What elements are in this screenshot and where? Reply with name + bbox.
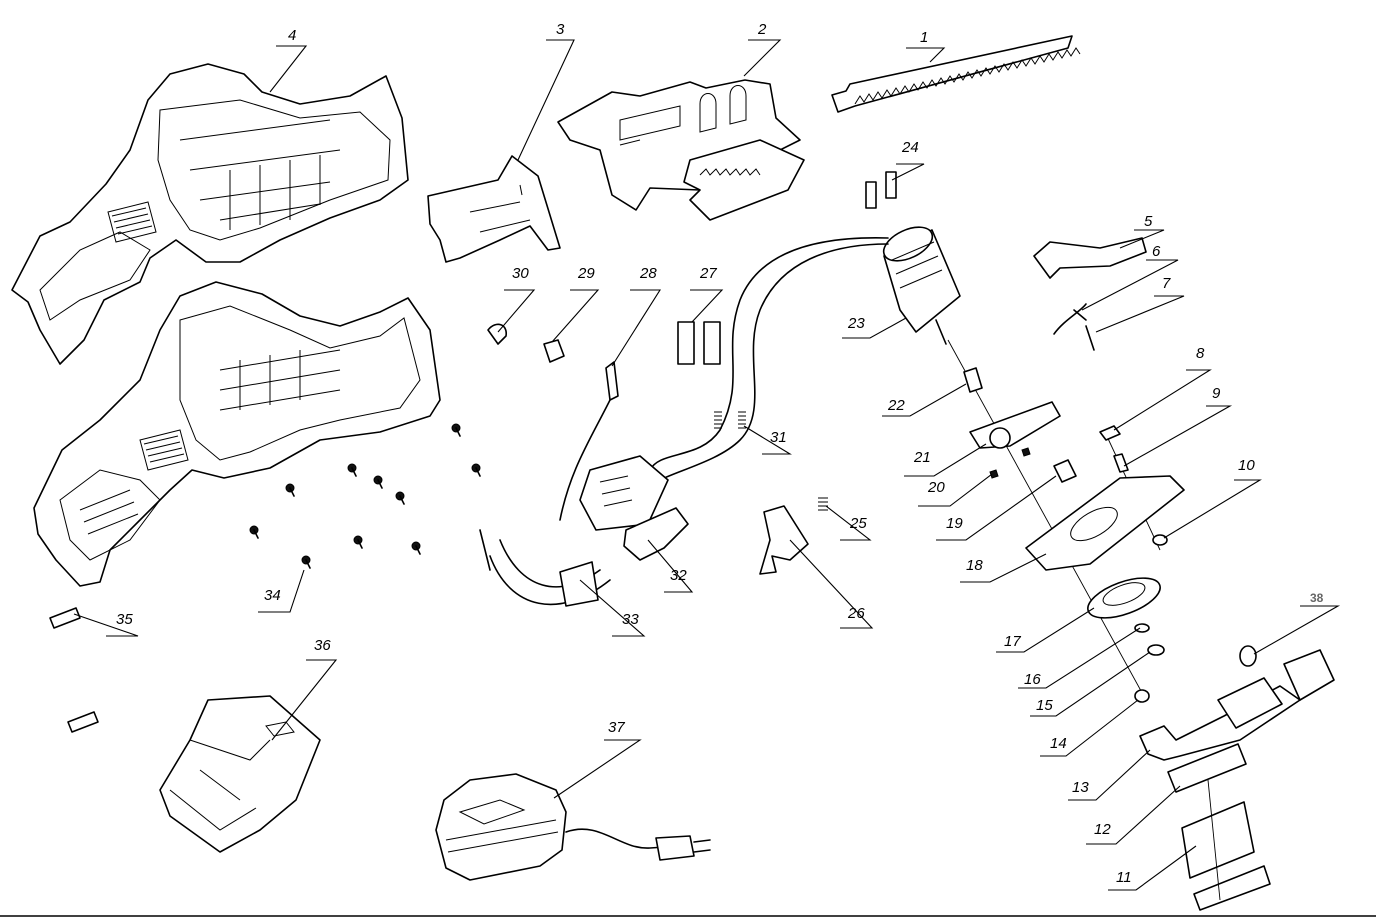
callout-numbers: 1 2 3 4 5 6 7 8 9 10 11 12 13 14 15 16 1… xyxy=(116,21,1324,886)
callout-10: 10 xyxy=(1238,457,1255,474)
housing-left-half xyxy=(11,63,409,365)
callout-19: 19 xyxy=(946,515,963,532)
callout-9: 9 xyxy=(1212,385,1221,402)
callout-2: 2 xyxy=(757,21,767,38)
shims xyxy=(865,171,897,209)
callout-5: 5 xyxy=(1144,213,1153,230)
callout-24: 24 xyxy=(901,139,919,156)
blade-shoe xyxy=(557,79,805,221)
callout-18: 18 xyxy=(966,557,983,574)
callout-20: 20 xyxy=(927,479,945,496)
callout-12: 12 xyxy=(1094,821,1111,838)
callout-14: 14 xyxy=(1050,735,1067,752)
callout-3: 3 xyxy=(556,21,565,38)
callout-31: 31 xyxy=(770,429,787,446)
battery-latch-clips xyxy=(49,607,99,733)
motor-lead-wires xyxy=(649,237,889,481)
dc-motor xyxy=(882,226,961,345)
callout-8: 8 xyxy=(1196,345,1205,362)
callout-16: 16 xyxy=(1024,671,1041,688)
callout-34: 34 xyxy=(264,587,281,604)
callout-15: 15 xyxy=(1036,697,1053,714)
callout-22: 22 xyxy=(887,397,905,414)
spring xyxy=(818,497,828,511)
callout-37: 37 xyxy=(608,719,625,736)
small-spacer xyxy=(543,339,565,363)
callout-32: 32 xyxy=(670,567,687,584)
small-clip xyxy=(487,323,507,345)
callout-38: 38 xyxy=(1310,591,1324,605)
callout-leaders xyxy=(73,39,1341,891)
callout-23: 23 xyxy=(847,315,865,332)
callout-26: 26 xyxy=(847,605,865,622)
callout-27: 27 xyxy=(699,265,717,282)
blade-release-lever xyxy=(1033,237,1147,351)
callout-36: 36 xyxy=(314,637,331,654)
housing-right-half xyxy=(33,281,441,587)
blade-clamp-plate xyxy=(427,155,561,263)
trigger-switch xyxy=(479,455,689,607)
housing-screws xyxy=(249,423,481,569)
battery-pack xyxy=(159,695,321,853)
gearbox-assembly xyxy=(947,339,1335,911)
saw-blade xyxy=(831,35,1081,113)
lock-lever xyxy=(759,505,809,575)
insulating-pads xyxy=(677,321,721,365)
callout-35: 35 xyxy=(116,611,133,628)
callout-6: 6 xyxy=(1152,243,1161,260)
callout-30: 30 xyxy=(512,265,529,282)
callout-7: 7 xyxy=(1162,275,1171,292)
callout-4: 4 xyxy=(288,27,296,44)
thermal-fuse xyxy=(559,361,619,521)
callout-21: 21 xyxy=(913,449,931,466)
wire-ferrite-coils xyxy=(714,411,746,429)
callout-17: 17 xyxy=(1004,633,1021,650)
callout-33: 33 xyxy=(622,611,639,628)
callout-28: 28 xyxy=(639,265,657,282)
callout-29: 29 xyxy=(577,265,595,282)
callout-13: 13 xyxy=(1072,779,1089,796)
callout-11: 11 xyxy=(1116,869,1132,886)
battery-charger xyxy=(435,773,711,881)
callout-1: 1 xyxy=(920,29,928,46)
callout-25: 25 xyxy=(849,515,867,532)
